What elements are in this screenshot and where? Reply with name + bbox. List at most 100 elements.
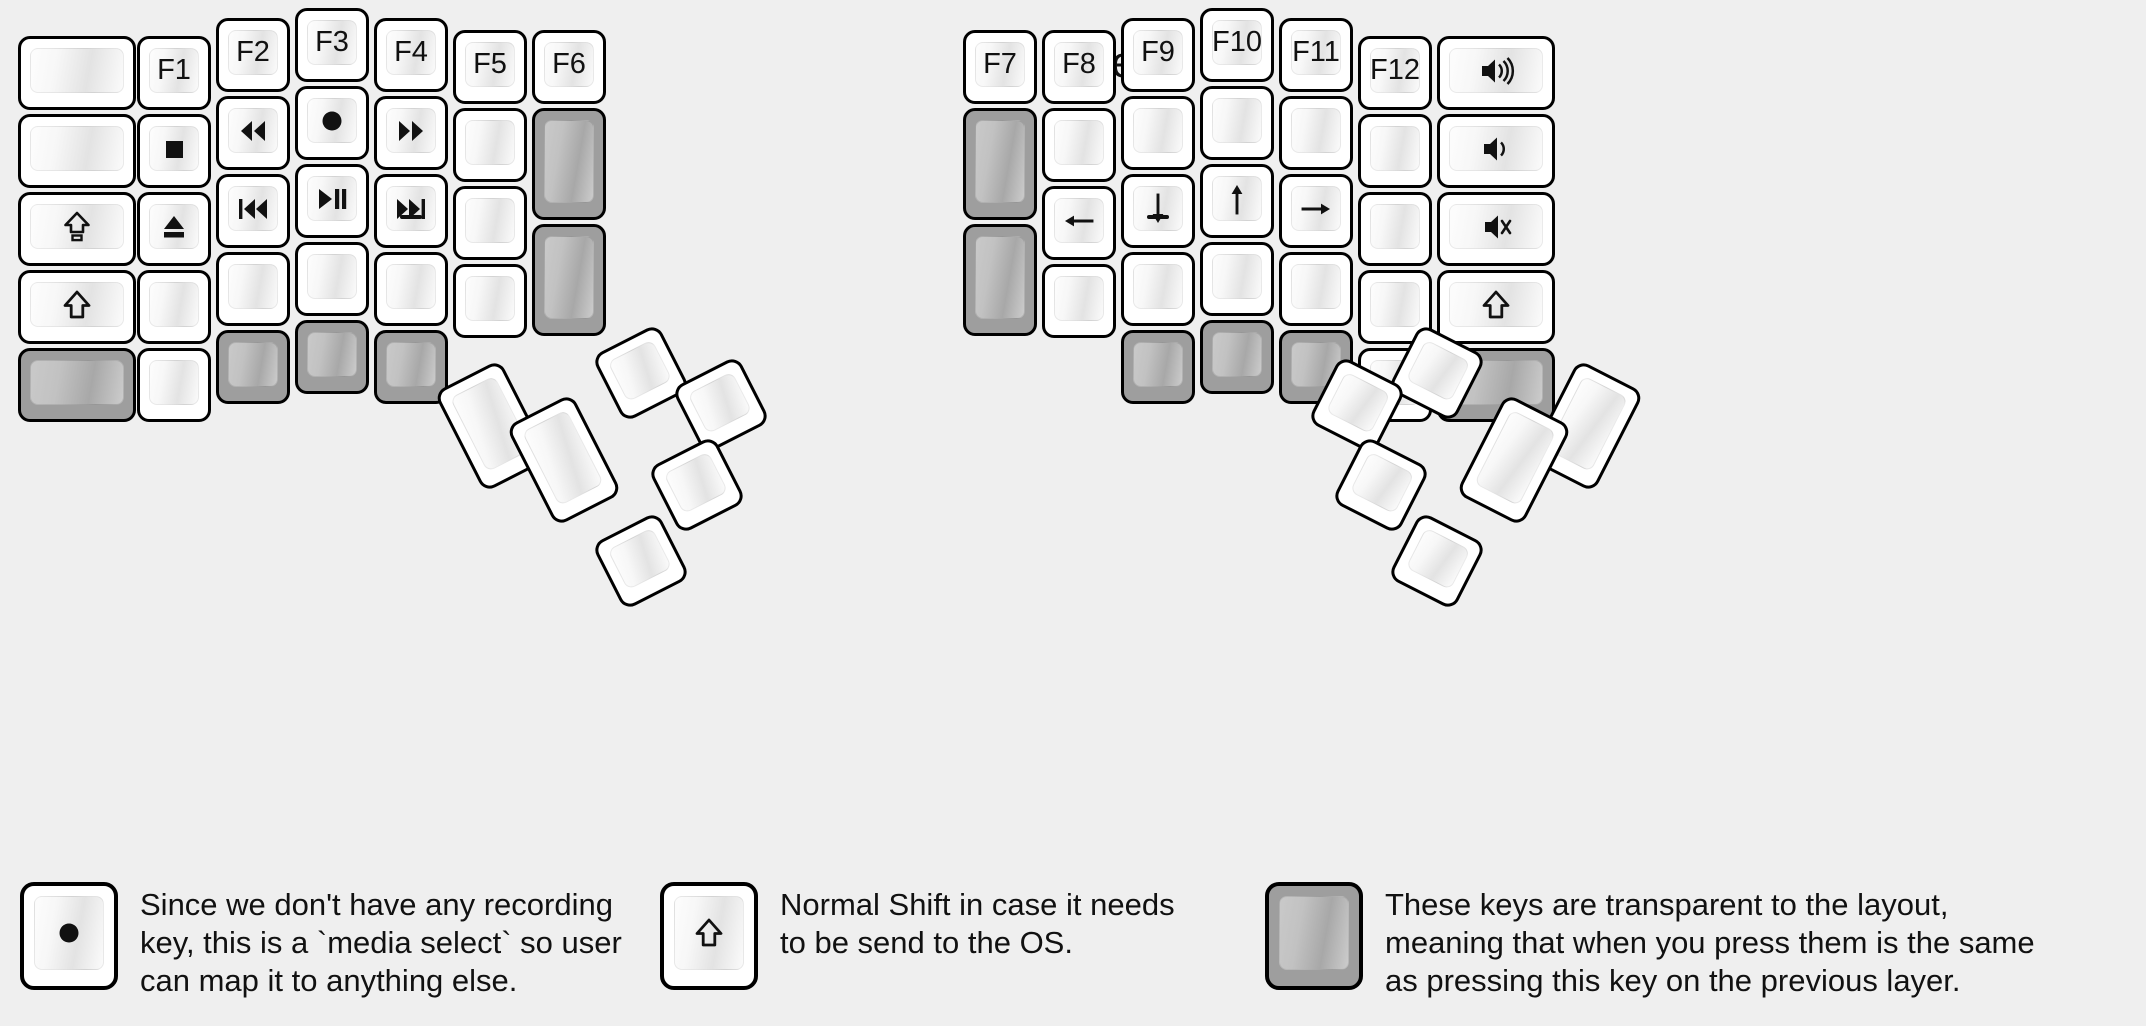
key-right-middle-4[interactable]: [1200, 320, 1274, 394]
key-right-middle-0[interactable]: F10: [1200, 8, 1274, 82]
legend-text-2: These keys are transparent to the layout…: [1385, 887, 2035, 998]
key-right-index-3[interactable]: [1121, 252, 1195, 326]
key-right-pinky-3[interactable]: [1358, 270, 1432, 344]
key-left-index-inner-1[interactable]: [453, 108, 527, 182]
key-left-pinky-outer-2[interactable]: [18, 192, 136, 266]
keycap-surface: [1291, 30, 1341, 75]
key-right-ring-1[interactable]: [1279, 96, 1353, 170]
key-left-inner-2[interactable]: [532, 224, 606, 336]
key-right-index-inner-0[interactable]: F8: [1042, 30, 1116, 104]
key-label: [1361, 273, 1429, 341]
key-left-pinky-outer-1[interactable]: [18, 114, 136, 188]
key-left-index-3[interactable]: [374, 252, 448, 326]
key-left-ring-2[interactable]: [216, 174, 290, 248]
key-right-index-4[interactable]: [1121, 330, 1195, 404]
key-label: [377, 255, 445, 323]
key-label: [595, 515, 686, 606]
key-right-ring-0[interactable]: F11: [1279, 18, 1353, 92]
key-left-pinky-outer-3[interactable]: [18, 270, 136, 344]
key-left-thumb-1[interactable]: [671, 355, 771, 455]
key-label: [1335, 439, 1426, 530]
key-left-inner-1[interactable]: [532, 108, 606, 220]
key-left-pinky-2[interactable]: [137, 192, 211, 266]
key-left-middle-0[interactable]: F3: [295, 8, 369, 82]
key-left-thumb-0[interactable]: [591, 323, 691, 423]
key-left-index-0[interactable]: F4: [374, 18, 448, 92]
key-right-thumb-3[interactable]: [1387, 511, 1487, 611]
keycap-surface: [1279, 896, 1349, 970]
key-right-index-inner-2[interactable]: [1042, 186, 1116, 260]
keycap-surface: [1212, 254, 1262, 299]
key-right-index-1[interactable]: [1121, 96, 1195, 170]
key-right-middle-3[interactable]: [1200, 242, 1274, 316]
media-fast-forward-icon: [377, 99, 445, 167]
key-right-pinky-2[interactable]: [1358, 192, 1432, 266]
key-right-index-2[interactable]: [1121, 174, 1195, 248]
key-left-index-inner-0[interactable]: F5: [453, 30, 527, 104]
keycap-surface: [1291, 108, 1341, 153]
key-right-pinky-outer-4[interactable]: [1437, 348, 1555, 422]
eject-icon: [140, 195, 208, 263]
key-label: [1282, 255, 1350, 323]
key-left-thumb-2[interactable]: [647, 435, 747, 535]
key-right-index-inner-1[interactable]: [1042, 108, 1116, 182]
key-label: F7: [983, 48, 1017, 80]
legend-key-sample-2: [1265, 882, 1363, 990]
key-left-ring-0[interactable]: F2: [216, 18, 290, 92]
keycap-surface: [307, 20, 357, 65]
key-right-pinky-1[interactable]: [1358, 114, 1432, 188]
key-right-inner-2[interactable]: [963, 224, 1037, 336]
key-label: [1045, 111, 1113, 179]
arrow-left-icon: [1045, 189, 1113, 257]
key-right-middle-2[interactable]: [1200, 164, 1274, 238]
key-label: F5: [473, 48, 507, 80]
key-left-pinky-4[interactable]: [137, 348, 211, 422]
key-left-pinky-1[interactable]: [137, 114, 211, 188]
shift-icon: [1440, 273, 1552, 341]
caps-lock-icon: [21, 195, 133, 263]
key-left-pinky-outer-0[interactable]: [18, 36, 136, 110]
key-left-middle-1[interactable]: [295, 86, 369, 160]
key-right-index-0[interactable]: F9: [1121, 18, 1195, 92]
key-left-middle-3[interactable]: [295, 242, 369, 316]
key-left-middle-2[interactable]: [295, 164, 369, 238]
key-label: [595, 327, 686, 418]
key-left-pinky-0[interactable]: F1: [137, 36, 211, 110]
key-right-pinky-outer-0[interactable]: [1437, 36, 1555, 110]
key-right-inner-0[interactable]: F7: [963, 30, 1037, 104]
key-left-pinky-outer-4[interactable]: [18, 348, 136, 422]
key-right-inner-1[interactable]: [963, 108, 1037, 220]
key-label: [1203, 89, 1271, 157]
key-right-ring-4[interactable]: [1279, 330, 1353, 404]
key-label: [1124, 99, 1192, 167]
key-right-middle-1[interactable]: [1200, 86, 1274, 160]
key-left-ring-4[interactable]: [216, 330, 290, 404]
key-right-pinky-4[interactable]: [1358, 348, 1432, 422]
key-right-pinky-outer-2[interactable]: [1437, 192, 1555, 266]
key-right-index-inner-3[interactable]: [1042, 264, 1116, 338]
key-left-index-inner-2[interactable]: [453, 186, 527, 260]
key-left-index-2[interactable]: [374, 174, 448, 248]
key-left-index-1[interactable]: [374, 96, 448, 170]
key-label: [21, 117, 133, 185]
arrow-down-icon: [1124, 177, 1192, 245]
keycap-surface: [386, 30, 436, 75]
key-label: [219, 333, 287, 401]
key-right-pinky-0[interactable]: F12: [1358, 36, 1432, 110]
key-left-index-inner-3[interactable]: [453, 264, 527, 338]
key-right-ring-3[interactable]: [1279, 252, 1353, 326]
key-left-ring-3[interactable]: [216, 252, 290, 326]
key-label: [21, 39, 133, 107]
key-left-pinky-3[interactable]: [137, 270, 211, 344]
key-left-inner-0[interactable]: F6: [532, 30, 606, 104]
key-right-ring-2[interactable]: [1279, 174, 1353, 248]
key-left-index-4[interactable]: [374, 330, 448, 404]
key-label: [535, 227, 603, 333]
key-right-pinky-outer-1[interactable]: [1437, 114, 1555, 188]
keycap-surface: [1133, 108, 1183, 153]
key-label: [966, 111, 1034, 217]
keycap-surface: [1370, 126, 1420, 171]
key-right-pinky-outer-3[interactable]: [1437, 270, 1555, 344]
key-left-ring-1[interactable]: [216, 96, 290, 170]
key-left-middle-4[interactable]: [295, 320, 369, 394]
